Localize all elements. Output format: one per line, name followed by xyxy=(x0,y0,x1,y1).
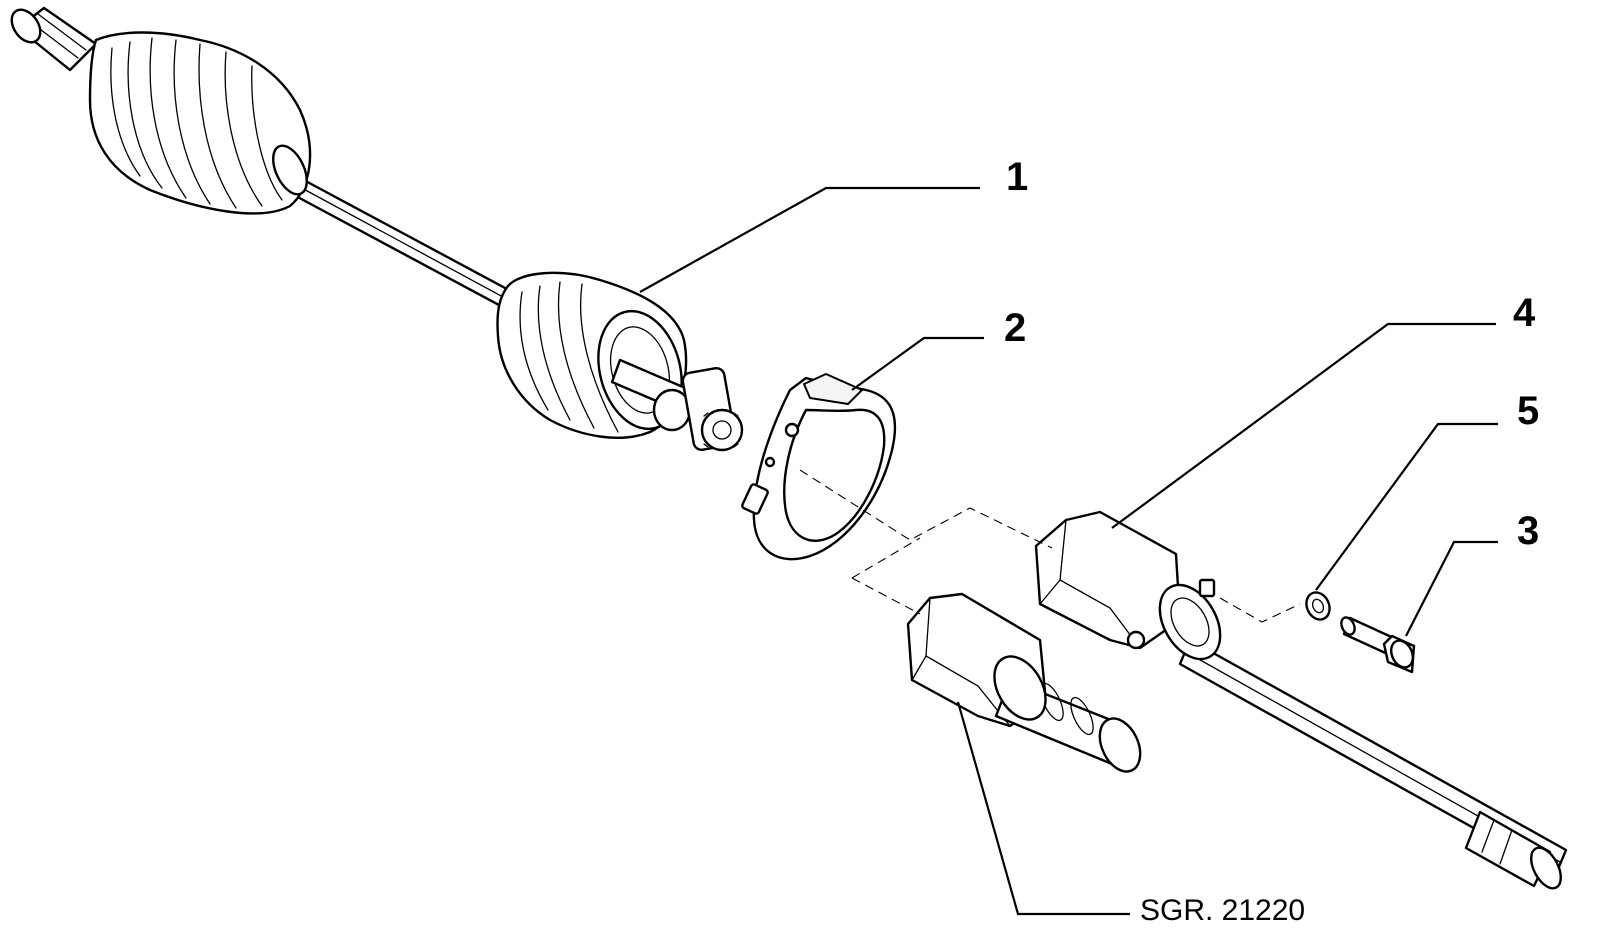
washer xyxy=(1305,591,1331,621)
bolt xyxy=(1340,616,1416,674)
lower-inner-joint xyxy=(906,592,1142,773)
callout-3: 3 xyxy=(1517,509,1539,553)
callout-5: 5 xyxy=(1517,389,1539,433)
group-reference-label: SGR. 21220 xyxy=(1140,894,1305,927)
callout-2: 2 xyxy=(1004,306,1026,350)
clamp-ring xyxy=(741,373,897,561)
callout-4: 4 xyxy=(1513,291,1536,335)
leader-lines xyxy=(639,186,1498,916)
inner-joint-housing xyxy=(1034,510,1568,890)
tripod-joint xyxy=(610,358,744,452)
outer-spline-stub xyxy=(10,6,98,72)
drive-shaft-axle xyxy=(290,176,522,314)
assembly-guide-lines xyxy=(799,469,1301,623)
callout-1: 1 xyxy=(1006,155,1028,199)
outer-cv-boot xyxy=(88,31,312,215)
